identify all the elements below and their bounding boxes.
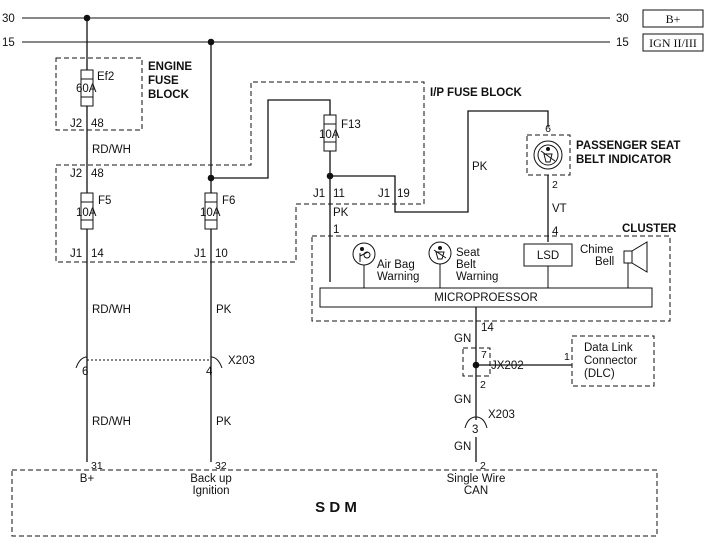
rail-30-right-label: 30 bbox=[616, 13, 629, 25]
rail-30-left-label: 30 bbox=[2, 13, 15, 25]
sdm-pin-31: 31 bbox=[91, 460, 103, 472]
sdm-pin-2-label-1: Single Wire bbox=[447, 473, 506, 485]
sdm-title: S D M bbox=[315, 499, 357, 516]
j1-19-connector-name: J1 bbox=[378, 188, 390, 200]
indicator-title-2: BELT INDICATOR bbox=[576, 154, 672, 166]
cluster: CLUSTER Air Bag Warning Seat Belt Warnin… bbox=[311, 223, 677, 334]
chime-label-1: Chime bbox=[580, 244, 613, 256]
x203-bottom-name: X203 bbox=[488, 409, 515, 421]
j1-11-connector-pin: 11 bbox=[333, 188, 345, 200]
dlc-connector: Data Link Connector (DLC) bbox=[571, 335, 655, 387]
wire-vt-label: VT bbox=[552, 203, 567, 215]
rail-30: 30 30 B+ bbox=[2, 9, 704, 28]
f6-out-connector-pin: 10 bbox=[215, 248, 228, 260]
passenger-seat-belt-indicator: 6 2 PASSENGER SEAT BELT INDICATOR bbox=[526, 123, 680, 191]
x203-connector-bottom: X203 3 bbox=[464, 409, 515, 436]
engine-fuse-block-title-3: BLOCK bbox=[148, 89, 190, 101]
engine-fuse-connector-name: J2 bbox=[70, 118, 82, 130]
ef2-fuse-rating: 60A bbox=[76, 83, 97, 95]
sdm-pin-2: 2 bbox=[480, 460, 486, 472]
wire-pk-2-label: PK bbox=[333, 207, 349, 219]
seatbelt-warning-label-1: Seat bbox=[456, 247, 480, 259]
airbag-warning-label-2: Warning bbox=[377, 271, 419, 283]
rail-15-right-label: 15 bbox=[616, 37, 629, 49]
wire-gn-3-label: GN bbox=[454, 441, 471, 453]
f6-fuse-rating: 10A bbox=[200, 207, 221, 219]
dlc-title-3: (DLC) bbox=[584, 368, 615, 380]
cluster-pin-1: 1 bbox=[333, 224, 339, 236]
f6-fuse-name: F6 bbox=[222, 195, 235, 207]
jx202-name: JX202 bbox=[491, 360, 524, 372]
sdm-pin-32: 32 bbox=[215, 460, 227, 472]
indicator-pin-6: 6 bbox=[545, 123, 551, 135]
wire-rdwh-2-label: RD/WH bbox=[92, 304, 131, 316]
engine-fuse-block: ENGINE FUSE BLOCK Ef2 60A J2 48 bbox=[55, 57, 192, 131]
ef2-fuse-name: Ef2 bbox=[97, 71, 114, 83]
x203-bottom-pin-3: 3 bbox=[472, 424, 478, 436]
jx202-pin-1: 1 bbox=[564, 351, 570, 363]
wire-rdwh-3-label: RD/WH bbox=[92, 416, 131, 428]
indicator-title-1: PASSENGER SEAT bbox=[576, 140, 680, 152]
cluster-pin-4: 4 bbox=[552, 226, 559, 238]
indicator-pin-2: 2 bbox=[552, 179, 558, 191]
wire-gn-1-label: GN bbox=[454, 333, 471, 345]
x203-top-pin-6: 6 bbox=[82, 366, 88, 378]
rail-15-left-label: 15 bbox=[2, 37, 15, 49]
wire-pk-3-label: PK bbox=[472, 161, 488, 173]
ip-fuse-block-title: I/P FUSE BLOCK bbox=[430, 87, 522, 99]
rail-15-tag: IGN II/III bbox=[649, 36, 697, 50]
cluster-title: CLUSTER bbox=[622, 223, 677, 235]
engine-fuse-block-title-2: FUSE bbox=[148, 75, 179, 87]
jx202-pin-7: 7 bbox=[481, 349, 487, 361]
wire-pk-1-label: PK bbox=[216, 304, 232, 316]
f5-fuse-name: F5 bbox=[98, 195, 111, 207]
lsd-label: LSD bbox=[537, 250, 559, 262]
seatbelt-warning-label-3: Warning bbox=[456, 271, 498, 283]
x203-connector-top: X203 6 4 bbox=[75, 355, 255, 378]
j1-19-connector-pin: 19 bbox=[397, 188, 410, 200]
f5-fuse-rating: 10A bbox=[76, 207, 97, 219]
dlc-title-1: Data Link bbox=[584, 342, 633, 354]
cluster-pin-14: 14 bbox=[481, 322, 494, 334]
x203-top-name: X203 bbox=[228, 355, 255, 367]
ip-fuse-block: I/P FUSE BLOCK J2 48 F5 10A J1 14 F6 10A… bbox=[55, 81, 522, 263]
jx202-pin-2: 2 bbox=[480, 379, 486, 391]
sdm-pin-32-label-2: Ignition bbox=[192, 485, 229, 497]
sdm-pin-32-label-1: Back up bbox=[190, 473, 232, 485]
f5-out-connector-name: J1 bbox=[70, 248, 82, 260]
jx202-splice: 7 2 JX202 1 bbox=[462, 347, 572, 391]
f6-out-connector-name: J1 bbox=[194, 248, 206, 260]
seatbelt-warning-label-2: Belt bbox=[456, 259, 477, 271]
sdm-pin-31-label: B+ bbox=[80, 473, 95, 485]
airbag-warning-label-1: Air Bag bbox=[377, 259, 415, 271]
sdm-module: 31 B+ 32 Back up Ignition 2 Single Wire … bbox=[11, 460, 658, 537]
j1-11-connector-name: J1 bbox=[313, 188, 325, 200]
rail-15: 15 15 IGN II/III bbox=[2, 33, 704, 52]
f13-fuse-name: F13 bbox=[341, 119, 361, 131]
wire-gn-2-label: GN bbox=[454, 394, 471, 406]
dlc-title-2: Connector bbox=[584, 355, 637, 367]
ip-fuse-in-connector-pin: 48 bbox=[91, 168, 104, 180]
rail-30-tag: B+ bbox=[666, 12, 681, 26]
ip-fuse-in-connector-name: J2 bbox=[70, 168, 82, 180]
wire-rdwh-1-label: RD/WH bbox=[92, 144, 131, 156]
wire-pk-4-label: PK bbox=[216, 416, 232, 428]
f13-fuse-rating: 10A bbox=[319, 129, 340, 141]
microprocessor-label: MICROPROESSOR bbox=[434, 292, 538, 304]
x203-top-pin-4: 4 bbox=[206, 366, 213, 378]
engine-fuse-block-title-1: ENGINE bbox=[148, 61, 192, 73]
chime-label-2: Bell bbox=[595, 256, 614, 268]
sdm-pin-2-label-2: CAN bbox=[464, 485, 488, 497]
f5-out-connector-pin: 14 bbox=[91, 248, 104, 260]
engine-fuse-connector-pin: 48 bbox=[91, 118, 104, 130]
